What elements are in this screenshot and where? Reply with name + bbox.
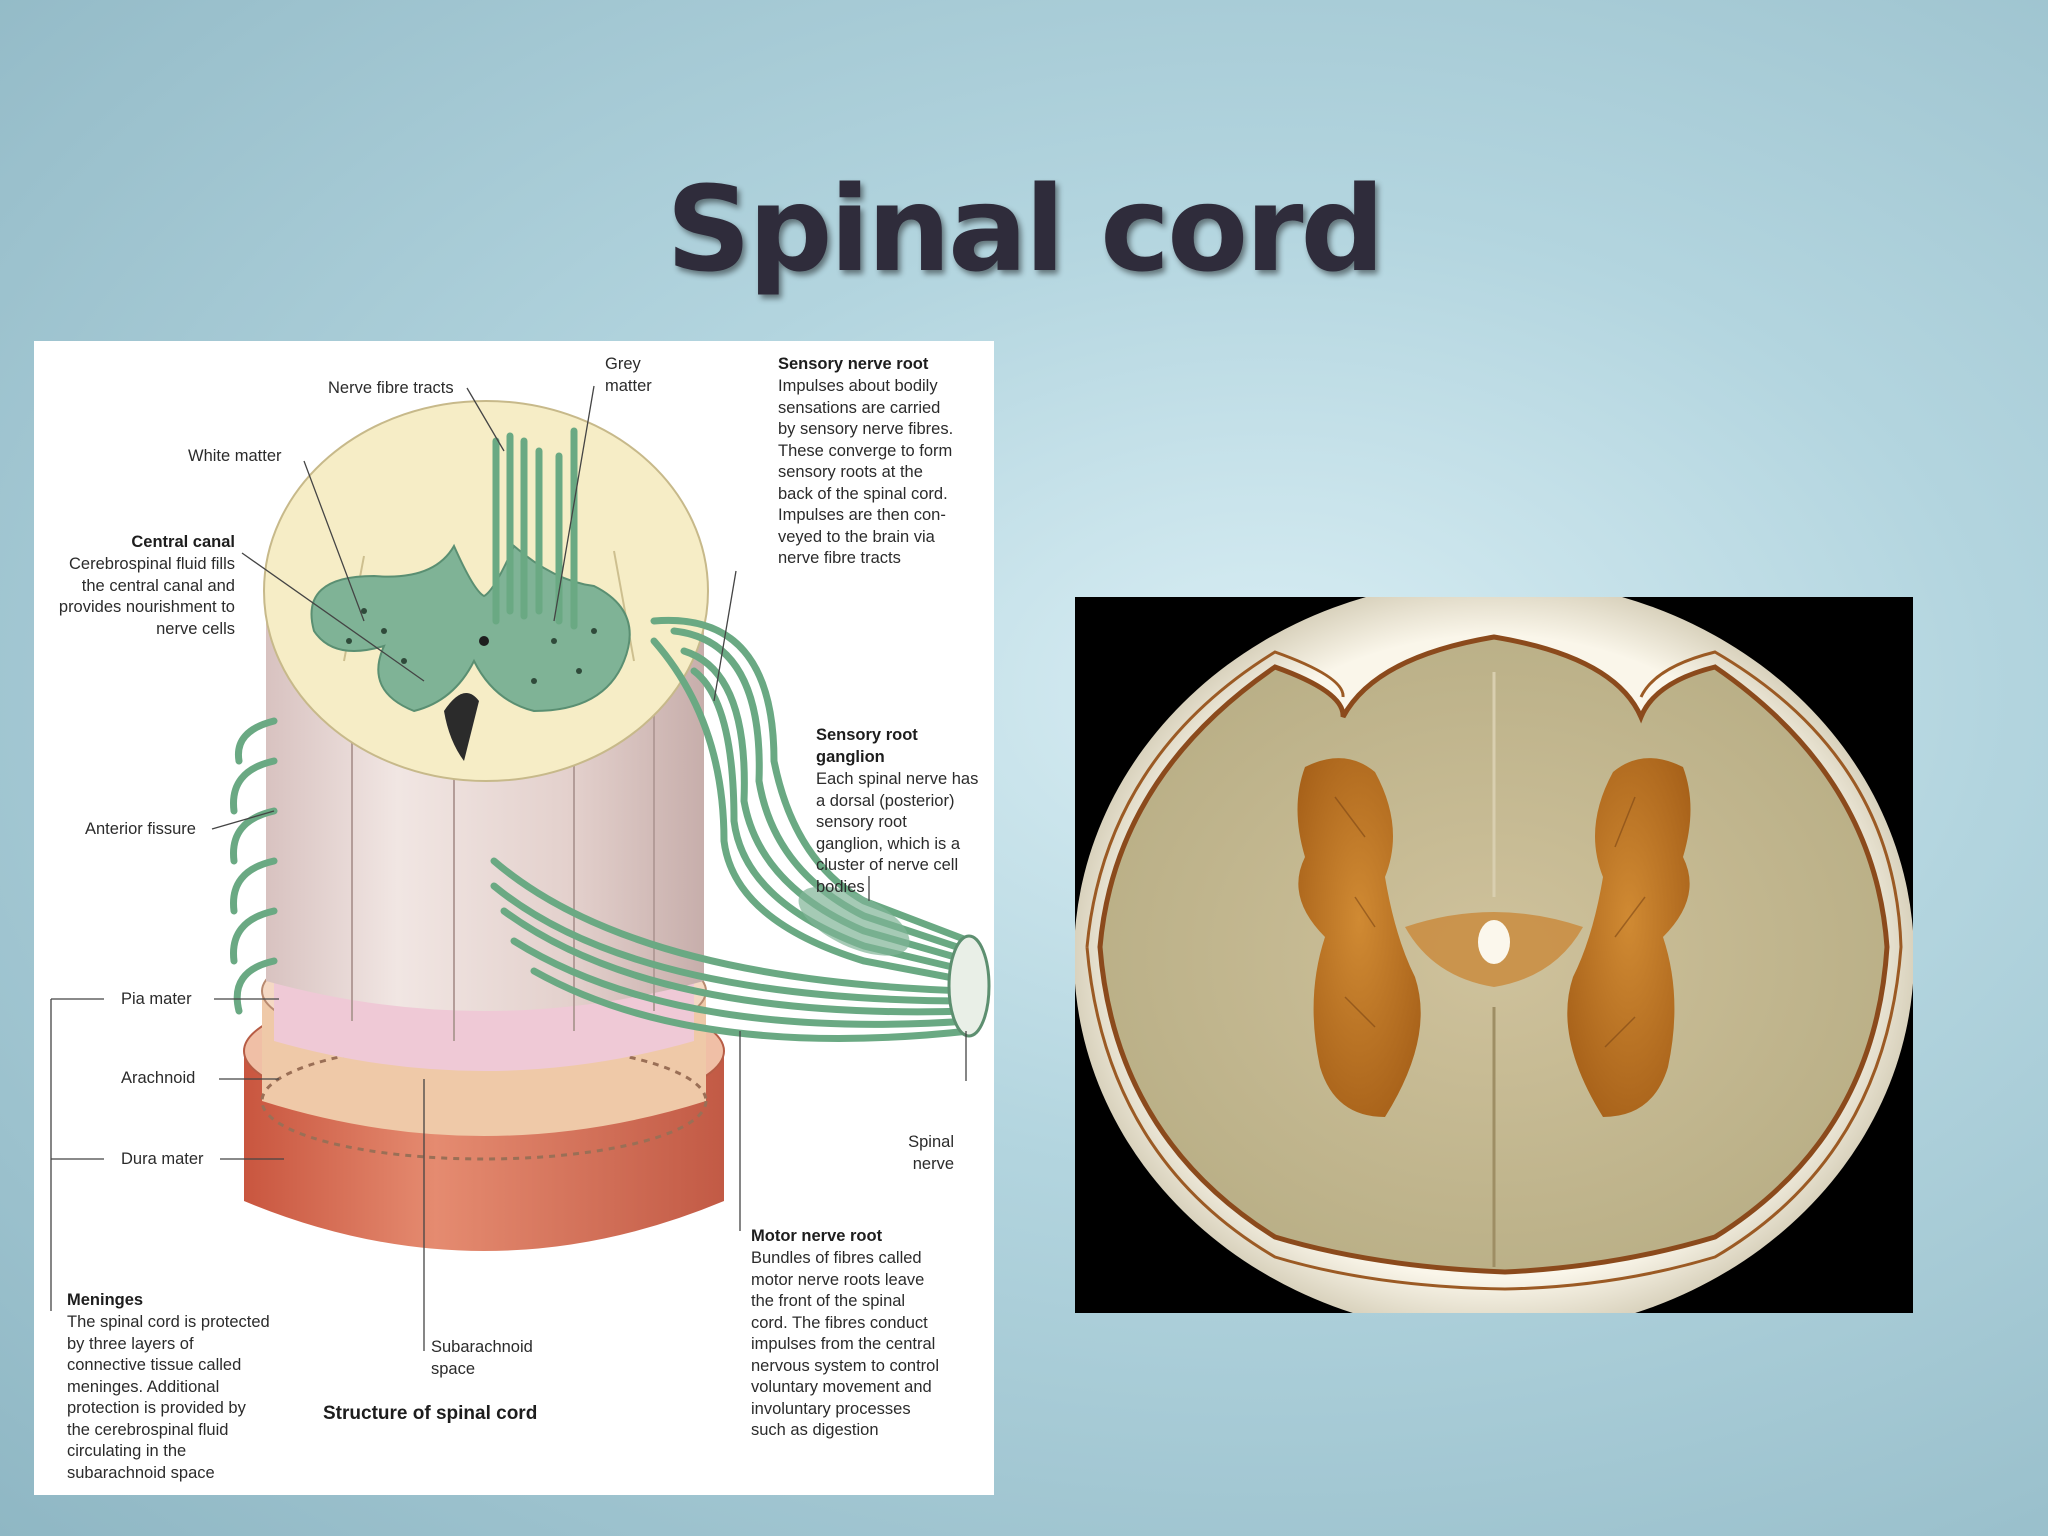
label-sensory-root-title: Sensory nerve root	[778, 355, 929, 373]
leader-lines	[50, 385, 967, 1351]
label-white-matter: White matter	[188, 447, 282, 465]
meningeal-border	[1085, 650, 1903, 1291]
label-arachnoid: Arachnoid	[121, 1069, 196, 1087]
label-meninges-title: Meninges	[67, 1291, 144, 1309]
label-grey-matter: Grey matter	[605, 355, 652, 395]
label-pia-mater: Pia mater	[121, 990, 192, 1008]
stain-fibres	[1334, 796, 1646, 1048]
motor-root-fibres	[490, 857, 973, 1042]
label-central-canal-title: Central canal	[131, 533, 235, 551]
label-central-canal-text: Cerebrospinal fluid fills the central ca…	[58, 555, 235, 638]
grey-matter-right-horn	[1567, 758, 1691, 1117]
label-meninges-text: The spinal cord is protected by three la…	[67, 1313, 270, 1482]
slide-title: Spinal cord	[666, 160, 1385, 298]
central-canal-micro	[1478, 920, 1510, 964]
sensory-root-ganglion	[798, 886, 910, 956]
label-nerve-fibre-tracts: Nerve fibre tracts	[328, 379, 454, 397]
label-motor-root-title: Motor nerve root	[751, 1227, 883, 1245]
label-spinal-nerve: Spinal nerve	[908, 1133, 954, 1173]
label-dura-mater: Dura mater	[121, 1150, 204, 1168]
spinal-cord-diagram: Nerve fibre tracts Grey matter White mat…	[34, 341, 994, 1495]
nerve-fibre-tracts	[492, 427, 578, 630]
grey-matter-left-horn	[1297, 758, 1421, 1117]
label-motor-root-text: Bundles of fibres called motor nerve roo…	[751, 1249, 939, 1439]
label-ganglion-text: Each spinal nerve has a dorsal (posterio…	[816, 770, 979, 896]
micrograph-image	[1075, 597, 1913, 1313]
spinal-cord-micrograph	[1075, 597, 1913, 1313]
label-subarachnoid-space: Subarachnoid space	[431, 1338, 533, 1378]
spinal-nerve-cross-section	[947, 934, 991, 1038]
label-ganglion-title: Sensory root ganglion	[816, 726, 918, 766]
spinal-cord-illustration	[50, 385, 991, 1351]
label-sensory-root-text: Impulses about bodily sensations are car…	[778, 377, 954, 567]
label-anterior-fissure: Anterior fissure	[85, 820, 196, 838]
central-canal	[444, 636, 489, 761]
diagram-caption: Structure of spinal cord	[323, 1403, 538, 1424]
